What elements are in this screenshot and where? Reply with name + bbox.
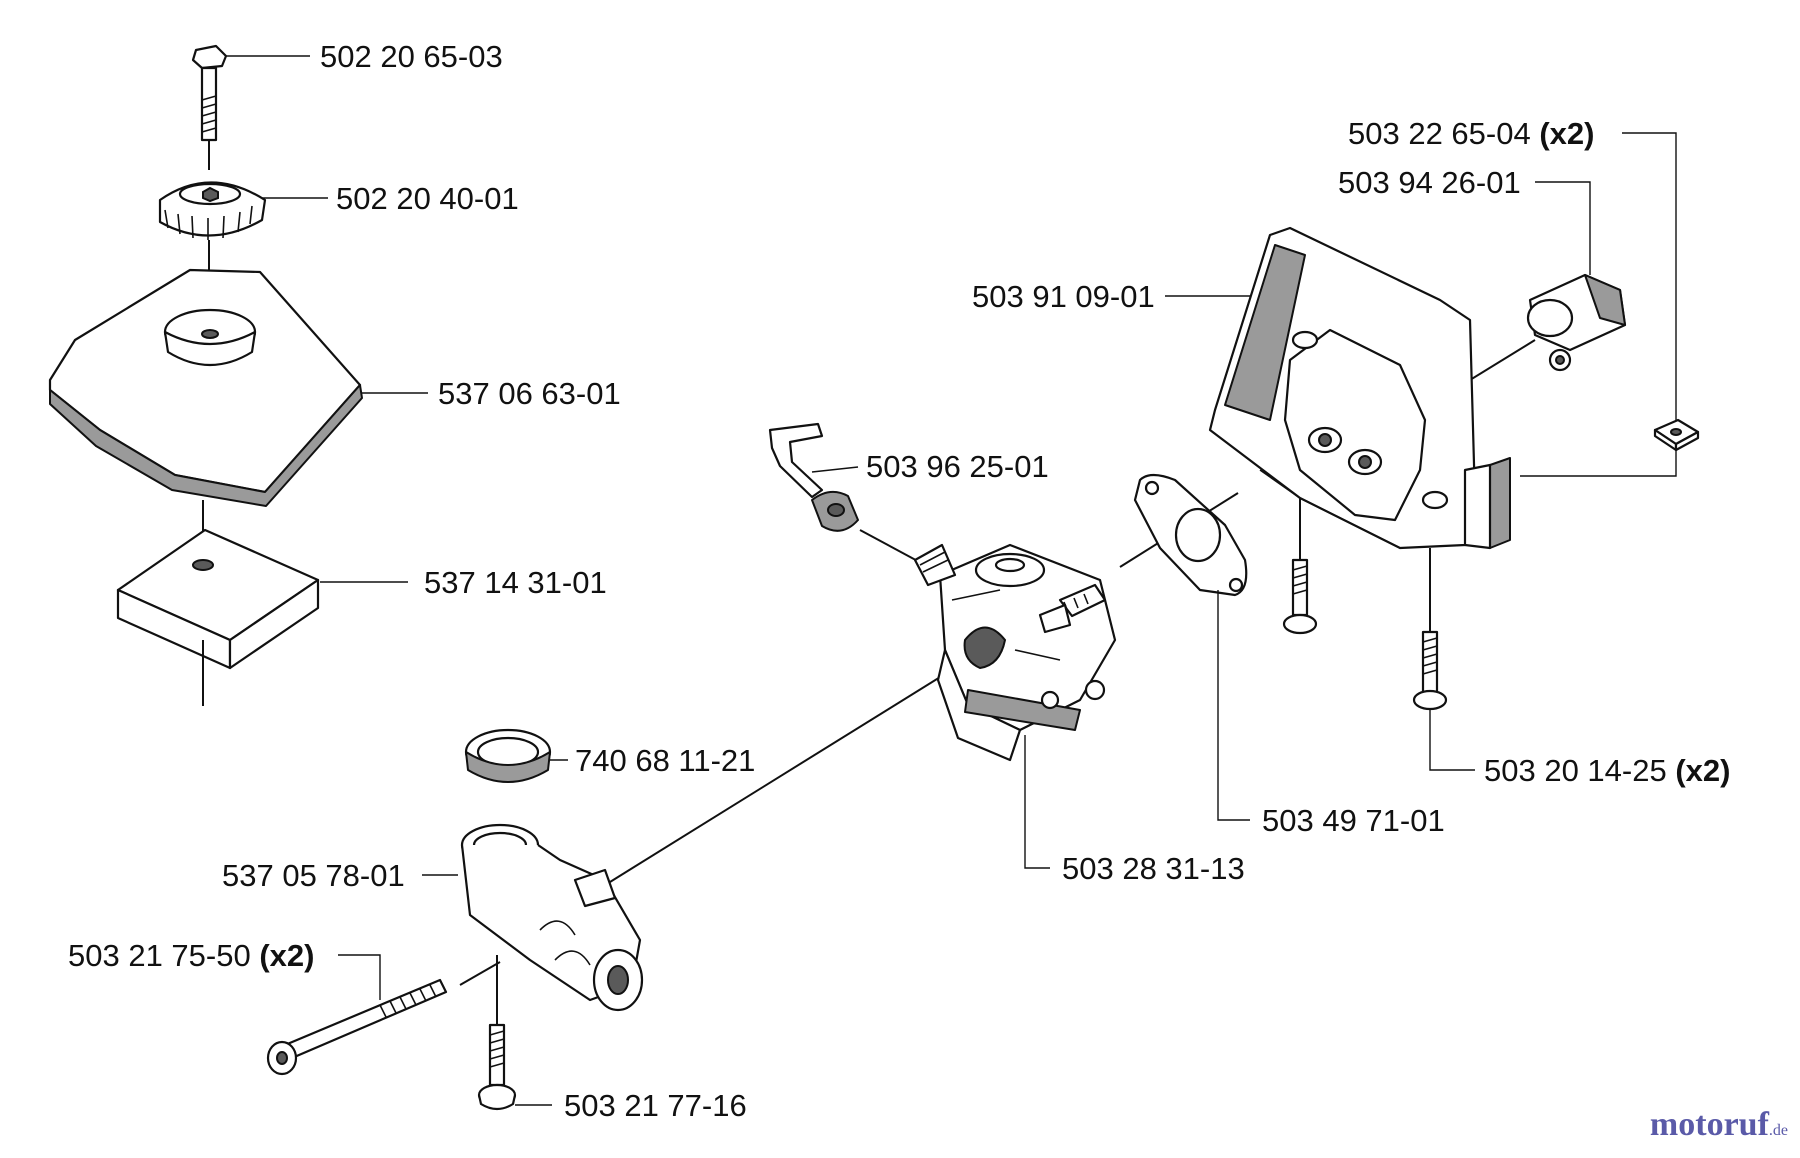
label-p14: 503 22 65-04 (x2) xyxy=(1348,116,1594,151)
knob-502-20-40-01 xyxy=(158,181,267,318)
label-p4: 537 14 31-01 xyxy=(424,565,607,600)
intake-537-05-78-01 xyxy=(460,823,644,1012)
watermark-brand: motoruf xyxy=(1649,1106,1769,1143)
nut-503-22-65-04 xyxy=(1653,418,1700,452)
label-p1: 502 20 65-03 xyxy=(320,39,503,74)
label-p3: 537 06 63-01 xyxy=(438,376,621,411)
carburetor-503-28-31-13 xyxy=(913,543,1117,762)
leader-lines xyxy=(226,55,1677,1106)
label-p12: 503 91 09-01 xyxy=(972,279,1155,314)
screw-503-21-77-16 xyxy=(477,1023,517,1111)
gasket-503-49-71-01 xyxy=(1133,473,1248,597)
screw-503-20-14-25-b xyxy=(1412,630,1448,711)
label-p10: 503 28 31-13 xyxy=(1062,851,1245,886)
ring-740-68-11-21 xyxy=(464,728,552,783)
label-p8: 503 21 75-50 (x2) xyxy=(68,938,314,973)
label-p7: 537 05 78-01 xyxy=(222,858,405,893)
label-p5: 503 96 25-01 xyxy=(866,449,1049,484)
housing-503-91-09-01 xyxy=(1208,226,1511,550)
label-p13: 503 94 26-01 xyxy=(1338,165,1521,200)
clip-503-96-25-01 xyxy=(768,422,859,532)
filter-537-14-31-01 xyxy=(116,528,320,706)
bolt-502-20-65-03 xyxy=(191,44,228,170)
label-p6: 740 68 11-21 xyxy=(575,743,755,778)
axis-bolt xyxy=(459,961,501,986)
label-p11: 503 49 71-01 xyxy=(1262,803,1445,838)
watermark-suffix: .de xyxy=(1768,1122,1788,1139)
screw-503-20-14-25-a xyxy=(1282,558,1318,635)
bolt-503-21-75-50 xyxy=(266,978,448,1076)
axis-clip xyxy=(859,529,926,566)
cover-537-06-63-01 xyxy=(48,268,363,535)
watermark-logo: motoruf.de xyxy=(1650,1106,1788,1144)
label-p9: 503 21 77-16 xyxy=(564,1088,747,1123)
label-p2: 502 20 40-01 xyxy=(336,181,519,216)
label-p15: 503 20 14-25 (x2) xyxy=(1484,753,1730,788)
sleeve-503-94-26-01 xyxy=(1526,273,1627,372)
